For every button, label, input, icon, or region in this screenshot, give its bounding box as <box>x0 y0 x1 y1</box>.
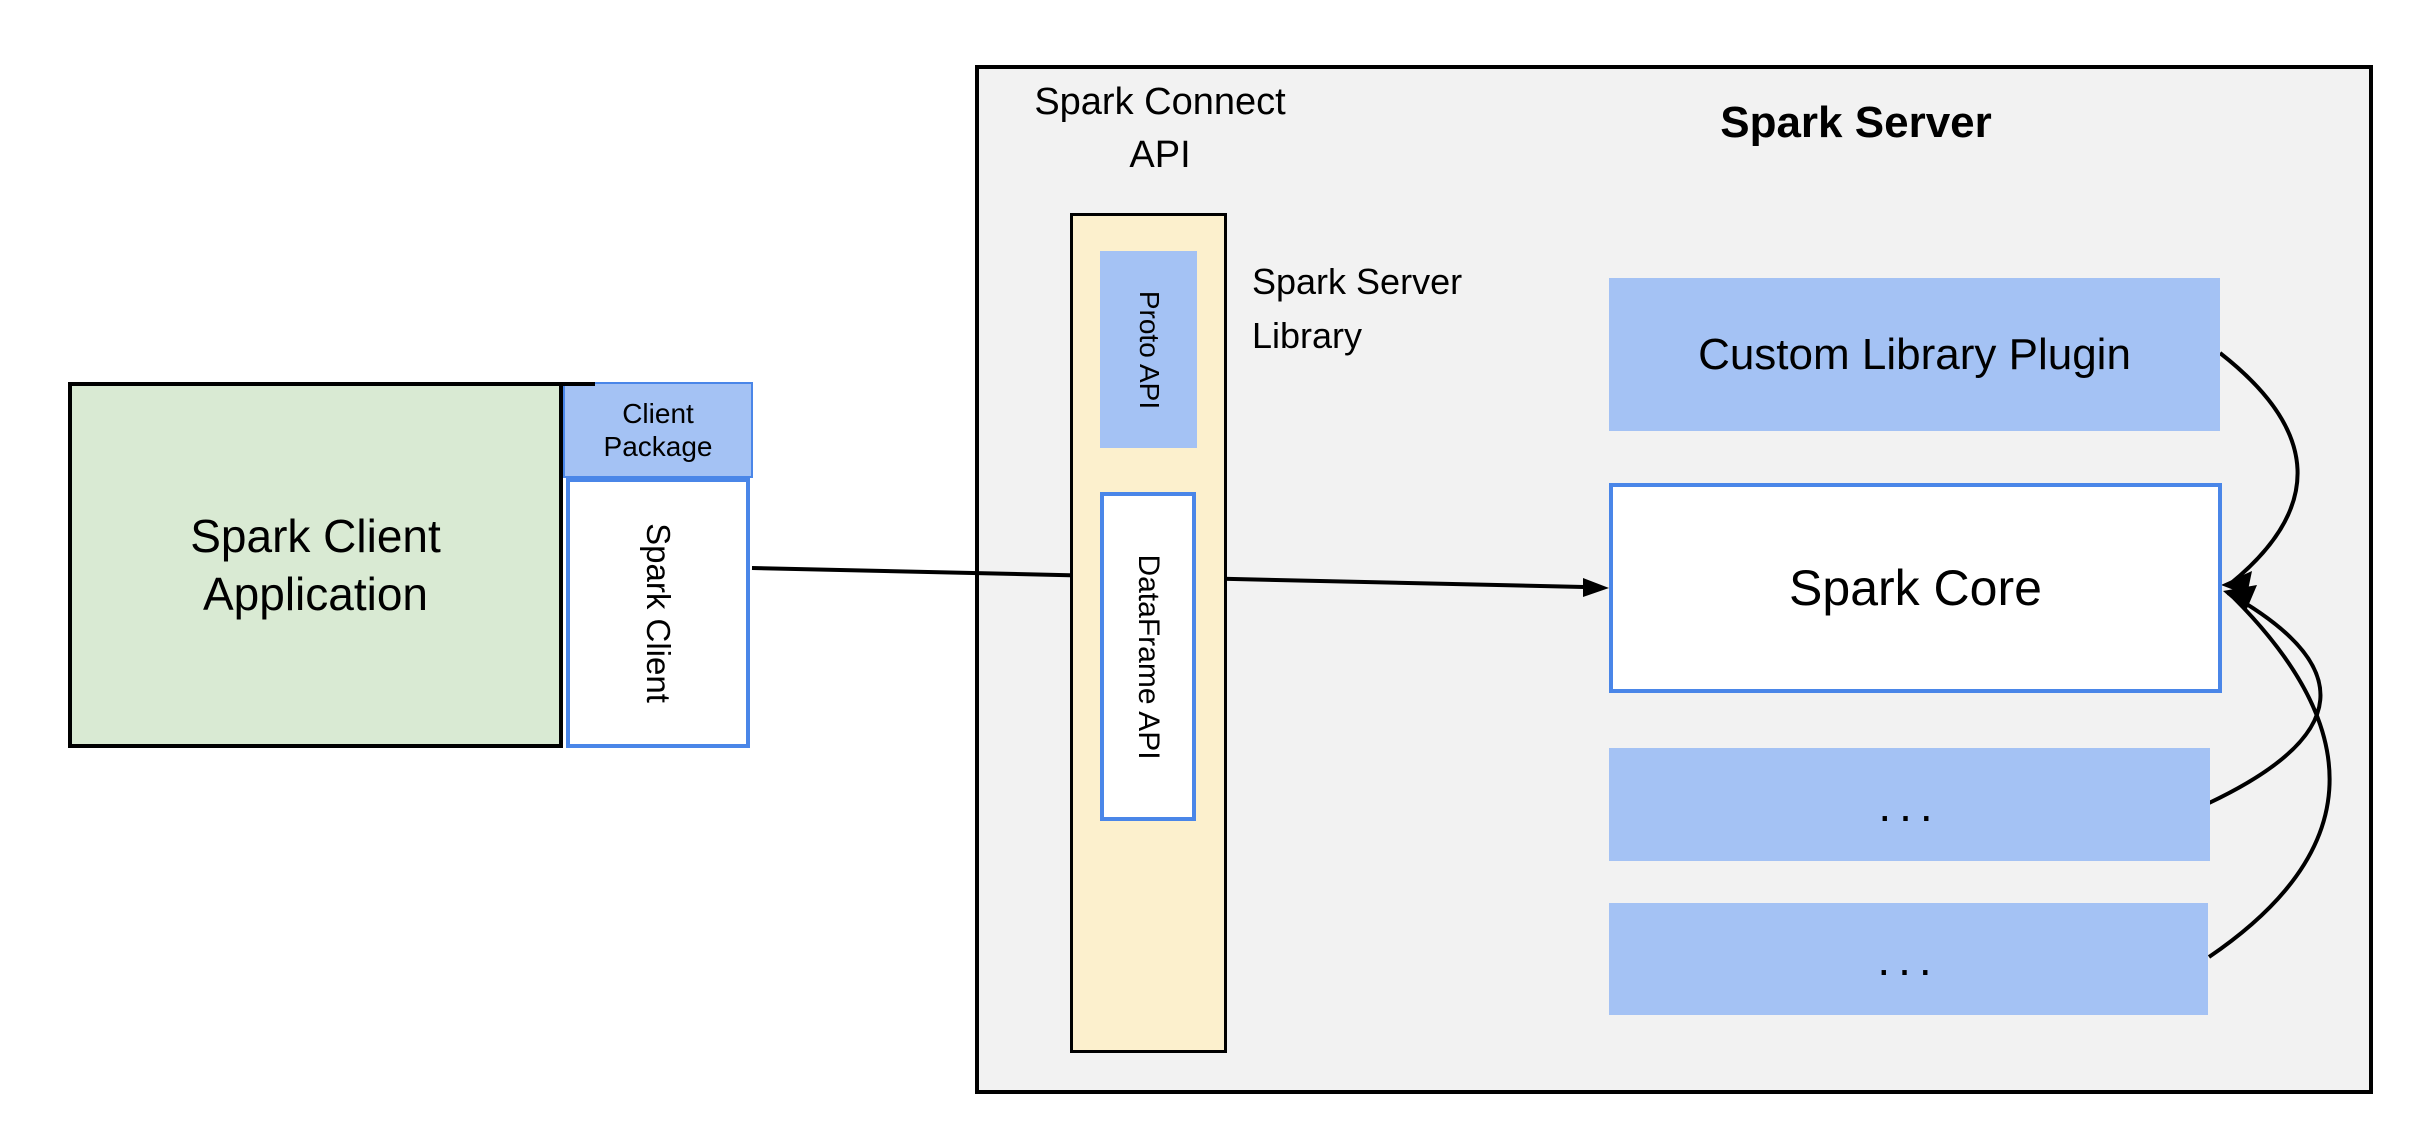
spark-client-box: Spark Client <box>566 478 750 748</box>
client-package-label-line1: Client <box>622 398 694 429</box>
client-package-box: Client Package <box>563 382 753 478</box>
proto-api-label: Proto API <box>1133 290 1165 409</box>
spark-core-box: Spark Core <box>1609 483 2222 693</box>
spark-client-label: Spark Client <box>640 523 677 703</box>
client-package-label-line2: Package <box>603 431 713 462</box>
proto-api-label-wrap: Proto API <box>1100 251 1197 448</box>
server-module-box-1: ... <box>1609 748 2210 861</box>
spark-connect-api-title-line1: Spark Connect <box>1034 81 1286 123</box>
spark-server-library-label-line1: Spark Server <box>1252 261 1463 302</box>
server-module-box-2: ... <box>1609 903 2208 1015</box>
spark-connect-api-title-line2: API <box>1129 134 1191 176</box>
spark-connect-api-title: Spark Connect API <box>1000 76 1320 182</box>
spark-server-title: Spark Server <box>1720 98 1992 147</box>
module2-to-core-curve <box>2207 596 2332 959</box>
dataframe-api-label-wrap: DataFrame API <box>1104 496 1192 817</box>
spark-server-library-label: Spark Server Library <box>1252 255 1572 363</box>
custom-library-plugin-box: Custom Library Plugin <box>1609 278 2220 431</box>
server-module-ellipsis-2: ... <box>1877 933 1940 985</box>
core-arrowhead-bottom-icon <box>2223 585 2257 611</box>
dataframe-api-label: DataFrame API <box>1132 553 1165 760</box>
spark-client-application-box: Spark Client Application <box>68 382 563 748</box>
spark-client-application-label-line2: Application <box>202 568 429 620</box>
spark-client-application-label-line1: Spark Client <box>190 510 441 562</box>
spark-server-library-label-line2: Library <box>1252 315 1363 356</box>
green-box-border-segment <box>563 382 595 386</box>
spark-core-label: Spark Core <box>1789 560 2042 616</box>
spark-client-label-wrap: Spark Client <box>570 482 746 744</box>
custom-library-plugin-label: Custom Library Plugin <box>1698 329 2131 379</box>
plugin-to-core-curve <box>2218 351 2300 586</box>
dataframe-api-box: DataFrame API <box>1100 492 1196 821</box>
server-module-ellipsis-1: ... <box>1878 778 1941 831</box>
client-to-core-arrowhead-icon <box>1583 578 1609 597</box>
module1-to-core-curve <box>2208 591 2323 805</box>
proto-api-box: Proto API <box>1100 251 1197 448</box>
